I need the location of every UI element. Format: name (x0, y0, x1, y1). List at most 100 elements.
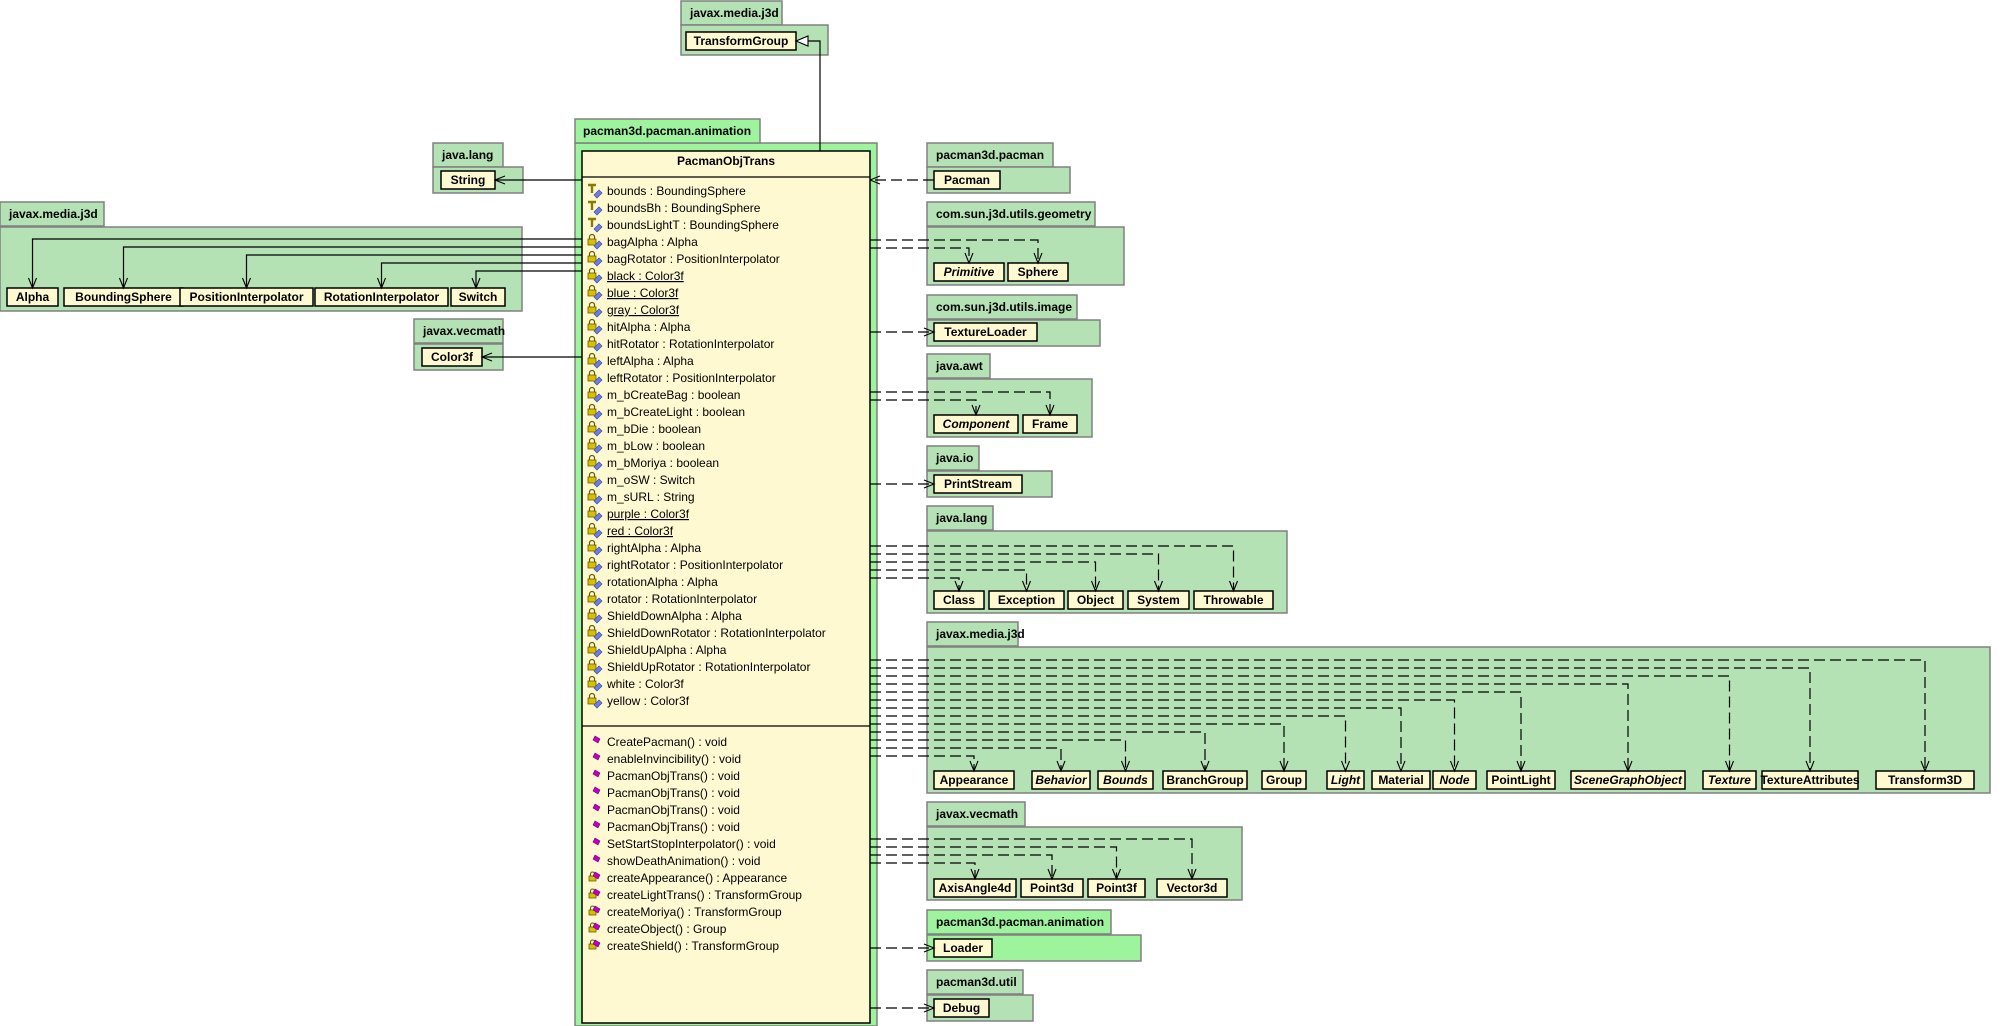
operation-row[interactable]: CreatePacman() : void (592, 735, 727, 749)
class-class[interactable]: Class (933, 590, 985, 610)
attribute-row[interactable]: blue : Color3f (587, 284, 679, 301)
class-rotationinterpolator[interactable]: RotationInterpolator (314, 287, 449, 307)
class-component[interactable]: Component (933, 414, 1019, 434)
package-tab (926, 445, 980, 471)
private-method-icon (588, 871, 601, 882)
dependency-edge-class (870, 577, 964, 593)
attribute-row[interactable]: bagRotator : PositionInterpolator (587, 250, 780, 267)
operation-row[interactable]: enableInvincibility() : void (592, 752, 741, 766)
operation-row[interactable]: PacmanObjTrans() : void (592, 803, 740, 817)
class-name: Vector3d (1167, 881, 1218, 895)
class-system[interactable]: System (1127, 590, 1190, 610)
association-edge-switch (471, 270, 582, 290)
attribute-row[interactable]: m_bCreateBag : boolean (587, 386, 740, 403)
class-branchgroup[interactable]: BranchGroup (1162, 770, 1248, 790)
class-sphere[interactable]: Sphere (1007, 262, 1069, 282)
operation-row[interactable]: createAppearance() : Appearance (588, 871, 787, 885)
attribute-row[interactable]: m_bCreateLight : boolean (587, 403, 745, 420)
class-textureloader[interactable]: TextureLoader (933, 322, 1038, 342)
class-point3d[interactable]: Point3d (1020, 878, 1084, 898)
attribute-row[interactable]: ShieldDownAlpha : Alpha (587, 607, 742, 624)
class-string[interactable]: String (440, 170, 496, 190)
class-printstream[interactable]: PrintStream (933, 474, 1023, 494)
attribute-row[interactable]: red : Color3f (587, 522, 674, 539)
class-debug[interactable]: Debug (933, 998, 990, 1018)
operation-row[interactable]: createObject() : Group (588, 922, 727, 936)
operation-row[interactable]: PacmanObjTrans() : void (592, 786, 740, 800)
operation-text: createLightTrans() : TransformGroup (607, 888, 802, 902)
package-label: pacman3d.pacman.animation (936, 915, 1104, 929)
attribute-row[interactable]: leftAlpha : Alpha (587, 352, 694, 369)
operation-row[interactable]: createMoriya() : TransformGroup (588, 905, 782, 919)
class-transform3d[interactable]: Transform3D (1875, 770, 1975, 790)
attribute-row[interactable]: purple : Color3f (587, 505, 690, 522)
class-box[interactable] (450, 287, 506, 307)
class-appearance[interactable]: Appearance (933, 770, 1015, 790)
class-frame[interactable]: Frame (1022, 414, 1078, 434)
attribute-row[interactable]: rotationAlpha : Alpha (587, 573, 718, 590)
class-exception[interactable]: Exception (988, 590, 1065, 610)
attribute-row[interactable]: m_bLow : boolean (587, 437, 705, 454)
arrowhead (964, 252, 974, 265)
attribute-row[interactable]: hitAlpha : Alpha (587, 318, 691, 335)
class-behavior[interactable]: Behavior (1031, 770, 1091, 790)
attribute-row[interactable]: ShieldDownRotator : RotationInterpolator (587, 624, 826, 641)
attribute-row[interactable]: m_oSW : Switch (587, 471, 695, 488)
class-textureattributes[interactable]: TextureAttributes (1760, 770, 1860, 790)
class-node[interactable]: Node (1432, 770, 1477, 790)
attribute-row[interactable]: m_sURL : String (587, 488, 695, 505)
operation-row[interactable]: SetStartStopInterpolator() : void (592, 837, 776, 851)
attribute-row[interactable]: hitRotator : RotationInterpolator (587, 335, 774, 352)
operation-row[interactable]: showDeathAnimation() : void (592, 854, 760, 868)
class-alpha[interactable]: Alpha (6, 287, 59, 307)
attribute-row[interactable]: ShieldUpRotator : RotationInterpolator (587, 658, 810, 675)
attribute-row[interactable]: white : Color3f (587, 675, 684, 692)
private-method-icon (588, 888, 601, 899)
attribute-row[interactable]: leftRotator : PositionInterpolator (587, 369, 776, 386)
private-field-icon (587, 454, 603, 471)
class-bounds[interactable]: Bounds (1097, 770, 1154, 790)
class-primitive[interactable]: Primitive (933, 262, 1005, 282)
class-pointlight[interactable]: PointLight (1486, 770, 1556, 790)
attribute-row[interactable]: black : Color3f (587, 267, 684, 284)
class-group[interactable]: Group (1261, 770, 1307, 790)
attribute-row[interactable]: bagAlpha : Alpha (587, 233, 698, 250)
main-class-box[interactable] (581, 150, 871, 1024)
operation-row[interactable]: PacmanObjTrans() : void (592, 769, 740, 783)
class-throwable[interactable]: Throwable (1193, 590, 1274, 610)
class-object[interactable]: Object (1067, 590, 1124, 610)
attribute-row[interactable]: rotator : RotationInterpolator (587, 590, 757, 607)
operation-row[interactable]: PacmanObjTrans() : void (592, 820, 740, 834)
arrowhead (1120, 760, 1131, 773)
attribute-row[interactable]: boundsBh : BoundingSphere (588, 200, 761, 216)
attribute-row[interactable]: rightAlpha : Alpha (587, 539, 701, 556)
class-color3f[interactable]: Color3f (421, 347, 483, 367)
class-vector3d[interactable]: Vector3d (1156, 878, 1228, 898)
class-axisangle4d[interactable]: AxisAngle4d (933, 878, 1017, 898)
arrowhead (1021, 580, 1032, 593)
class-positioninterpolator[interactable]: PositionInterpolator (179, 287, 314, 307)
operation-row[interactable]: createShield() : TransformGroup (588, 939, 779, 953)
class-pacman[interactable]: Pacman (933, 170, 1001, 190)
class-switch[interactable]: Switch (450, 287, 506, 307)
attribute-row[interactable]: rightRotator : PositionInterpolator (587, 556, 783, 573)
class-scenegraphobject[interactable]: SceneGraphObject (1570, 770, 1686, 790)
class-material[interactable]: Material (1371, 770, 1431, 790)
class-transformgroup[interactable]: TransformGroup (685, 31, 797, 51)
class-boundingsphere[interactable]: BoundingSphere (63, 287, 184, 307)
class-point3f[interactable]: Point3f (1087, 878, 1146, 898)
class-light[interactable]: Light (1326, 770, 1365, 790)
attribute-row[interactable]: yellow : Color3f (587, 692, 690, 709)
class-texture[interactable]: Texture (1702, 770, 1757, 790)
attribute-row[interactable]: bounds : BoundingSphere (588, 183, 746, 199)
operation-row[interactable]: createLightTrans() : TransformGroup (588, 888, 802, 902)
attribute-row[interactable]: m_bMoriya : boolean (587, 454, 719, 471)
attribute-row[interactable]: m_bDie : boolean (587, 420, 701, 437)
private-field-icon (587, 284, 603, 301)
attribute-row[interactable]: gray : Color3f (587, 301, 680, 318)
class-loader[interactable]: Loader (933, 938, 993, 958)
attribute-row[interactable]: boundsLightT : BoundingSphere (588, 217, 779, 233)
attribute-row[interactable]: ShieldUpAlpha : Alpha (587, 641, 727, 658)
